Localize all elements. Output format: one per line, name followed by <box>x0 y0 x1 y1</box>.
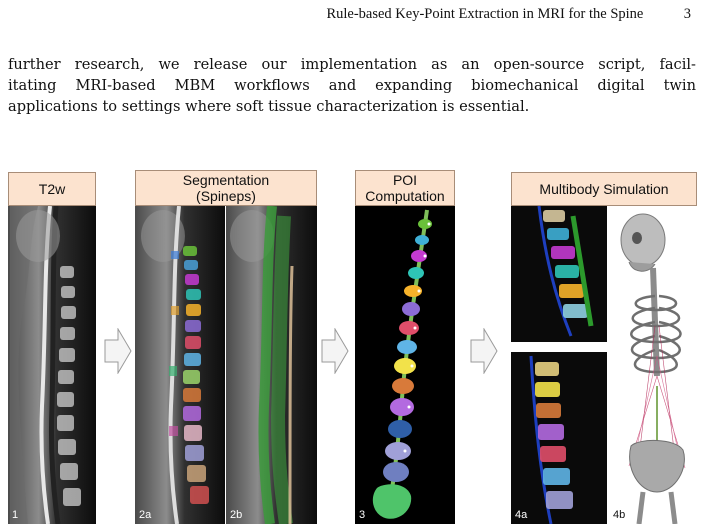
multibody-mri-panel: 4a <box>511 206 607 524</box>
running-title: Rule-based Key-Point Extraction in MRI f… <box>326 6 644 22</box>
stage-title-t2w: T2w <box>38 181 66 197</box>
stage-header-multibody: Multibody Simulation <box>511 172 697 206</box>
arrow-right-icon <box>470 328 498 374</box>
stage-subtitle-spineps: (Spineps) <box>196 188 256 204</box>
page-number: 3 <box>683 6 691 22</box>
poi-computation-panel: 3 <box>355 206 455 524</box>
stage-header-segmentation: Segmentation (Spineps) <box>135 170 317 206</box>
arrow-right-icon <box>321 328 349 374</box>
mri-t2w-panel: 1 <box>8 206 96 524</box>
body-line-1: further research, we release our impleme… <box>8 56 696 73</box>
stage-title-multibody: Multibody Simulation <box>539 181 669 197</box>
stage-title-poi: POI <box>392 172 418 188</box>
panel-tag-3: 3 <box>359 509 366 521</box>
mri-t2w-image <box>8 206 96 524</box>
panel-tag-4b: 4b <box>613 509 626 521</box>
body-line-3: applications to settings where soft tiss… <box>8 98 530 115</box>
panel-tag-4a: 4a <box>515 509 528 521</box>
stage-header-poi: POI Computation <box>355 170 455 206</box>
panel-tag-1: 1 <box>12 509 19 521</box>
body-line-2: itating MRI-based MBM workflows and expa… <box>8 77 696 94</box>
multibody-skeleton-panel: 4b <box>609 206 697 524</box>
multibody-mri-image <box>511 206 607 524</box>
panel-tag-2a: 2a <box>139 509 152 521</box>
spine-3d-poi-image <box>355 206 455 524</box>
segmentation-overlay-panel: 2a <box>135 206 225 524</box>
body-paragraph: further research, we release our impleme… <box>8 54 696 117</box>
pipeline-figure: T2w Segmentation (Spineps) POI Computati… <box>0 170 705 529</box>
segmentation-canal-panel: 2b <box>226 206 317 524</box>
stage-subtitle-computation: Computation <box>365 188 445 204</box>
skeleton-model-image <box>609 206 697 524</box>
segmentation-overlay-image <box>135 206 225 524</box>
panel-tag-2b: 2b <box>230 509 243 521</box>
stage-header-t2w: T2w <box>8 172 96 206</box>
arrow-right-icon <box>104 328 132 374</box>
stage-title-segmentation: Segmentation <box>182 172 270 188</box>
segmentation-canal-image <box>226 206 317 524</box>
running-head: Rule-based Key-Point Extraction in MRI f… <box>0 6 691 23</box>
